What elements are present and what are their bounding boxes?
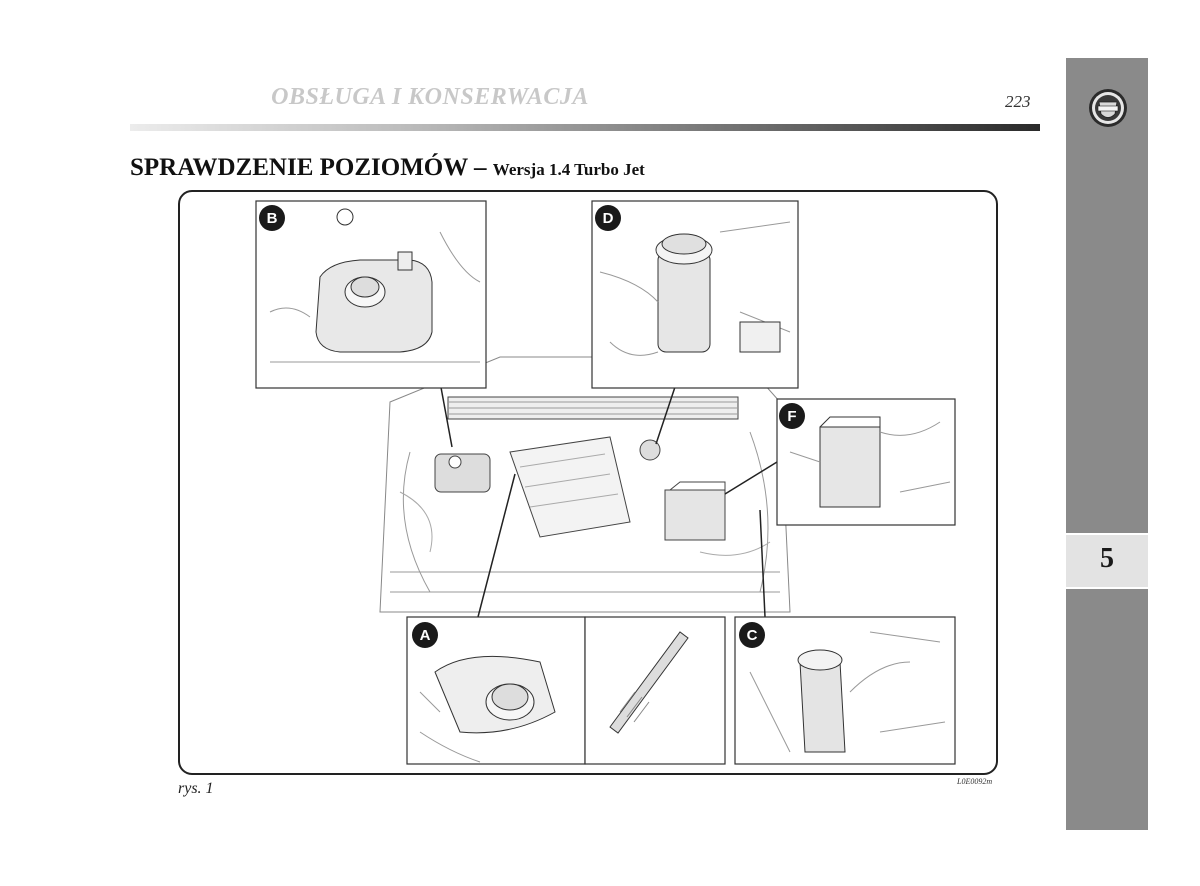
chapter-number: 5 [1100,543,1114,574]
figure-caption: rys. 1 [178,780,214,797]
callout-d: D [603,210,614,227]
inset-b [255,200,487,389]
engine-figure: B D F [178,190,998,775]
lancia-logo-icon [1089,89,1127,127]
inset-c [734,616,956,765]
figure-code: L0E0092m [957,777,993,786]
inset-d [591,200,799,389]
engine-bay-illustration: B D F [255,200,956,765]
callout-b: B [267,210,278,227]
side-tab [1066,58,1148,830]
section-title: SPRAWDZENIE POZIOMÓW – Wersja 1.4 Turbo … [130,154,645,182]
section-title-main: SPRAWDZENIE POZIOMÓW – [130,154,493,181]
section-title-sub: Wersja 1.4 Turbo Jet [492,160,645,179]
inset-f [776,398,956,526]
inset-a [406,616,726,765]
chapter-tab[interactable]: 5 [1066,533,1148,589]
callout-f: F [787,408,796,425]
callout-a: A [420,627,431,644]
running-header-title: OBSŁUGA I KONSERWACJA [271,84,589,110]
callout-c: C [747,627,758,644]
header-rule [130,124,1040,131]
page-number: 223 [1005,92,1031,111]
